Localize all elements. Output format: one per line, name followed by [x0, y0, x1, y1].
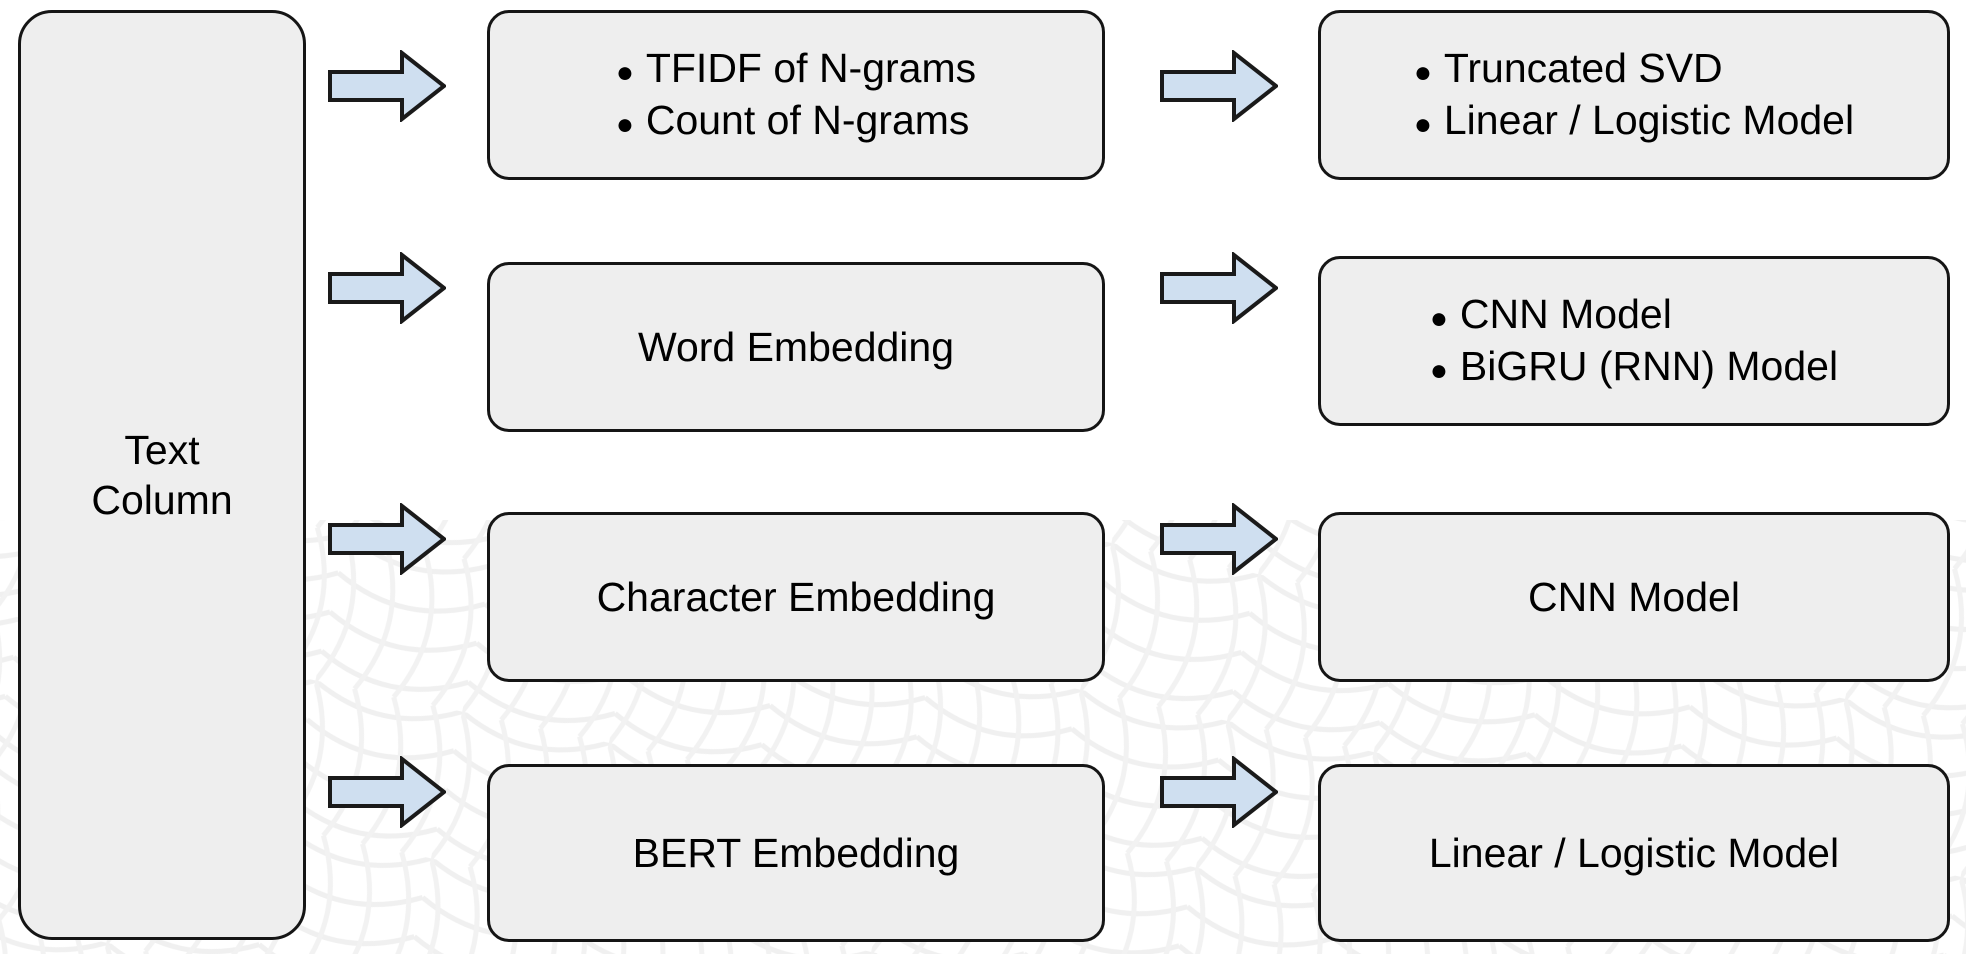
bullet-dot-icon: ● [615, 56, 634, 90]
arrow-right-icon-row4-in [328, 756, 446, 828]
list-item: ● TFIDF of N-grams [616, 43, 976, 95]
ngram-features-list: ● TFIDF of N-grams ● Count of N-grams [616, 43, 976, 146]
list-item-label: CNN Model [1459, 291, 1672, 338]
bullet-dot-icon: ● [1413, 56, 1432, 90]
bullet-dot-icon: ● [615, 108, 634, 141]
neural-models-list: ● CNN Model ● BiGRU (RNN) Model [1430, 289, 1838, 392]
node-linear-logistic-model-label: Linear / Logistic Model [1428, 829, 1840, 876]
node-text-column-label: Text Column [91, 426, 233, 523]
node-character-embedding[interactable]: Character Embedding [487, 512, 1105, 682]
list-item-label: Linear / Logistic Model [1443, 97, 1855, 143]
list-item: ● Linear / Logistic Model [1414, 95, 1854, 147]
node-character-embedding-label: Character Embedding [596, 573, 996, 620]
arrow-right-icon-row3-in [328, 503, 446, 575]
node-word-embedding-label: Word Embedding [637, 323, 955, 370]
list-item: ● BiGRU (RNN) Model [1430, 341, 1838, 393]
linear-models-list: ● Truncated SVD ● Linear / Logistic Mode… [1414, 43, 1854, 146]
list-item-label: Truncated SVD [1443, 45, 1723, 92]
list-item-label: BiGRU (RNN) Model [1459, 343, 1839, 389]
list-item: ● CNN Model [1430, 289, 1838, 341]
node-neural-models[interactable]: ● CNN Model ● BiGRU (RNN) Model [1318, 256, 1950, 426]
bullet-dot-icon: ● [1429, 302, 1449, 336]
list-item: ● Count of N-grams [616, 95, 976, 147]
node-linear-logistic-model[interactable]: Linear / Logistic Model [1318, 764, 1950, 942]
node-bert-embedding-label: BERT Embedding [632, 829, 960, 876]
bullet-dot-icon: ● [1413, 108, 1432, 141]
node-text-column[interactable]: Text Column [18, 10, 306, 940]
arrow-right-icon-row1-out [1160, 50, 1278, 122]
node-ngram-features[interactable]: ● TFIDF of N-grams ● Count of N-grams [487, 10, 1105, 180]
node-bert-embedding[interactable]: BERT Embedding [487, 764, 1105, 942]
list-item: ● Truncated SVD [1414, 43, 1854, 95]
arrow-right-icon-row3-out [1160, 503, 1278, 575]
node-cnn-model-label: CNN Model [1528, 573, 1740, 620]
node-word-embedding[interactable]: Word Embedding [487, 262, 1105, 432]
node-linear-models[interactable]: ● Truncated SVD ● Linear / Logistic Mode… [1318, 10, 1950, 180]
list-item-label: TFIDF of N-grams [645, 45, 977, 92]
arrow-right-icon-row2-in [328, 252, 446, 324]
list-item-label: Count of N-grams [645, 97, 970, 143]
arrow-right-icon-row4-out [1160, 756, 1278, 828]
bullet-dot-icon: ● [1429, 354, 1449, 387]
arrow-right-icon-row1-in [328, 50, 446, 122]
node-cnn-model[interactable]: CNN Model [1318, 512, 1950, 682]
arrow-right-icon-row2-out [1160, 252, 1278, 324]
